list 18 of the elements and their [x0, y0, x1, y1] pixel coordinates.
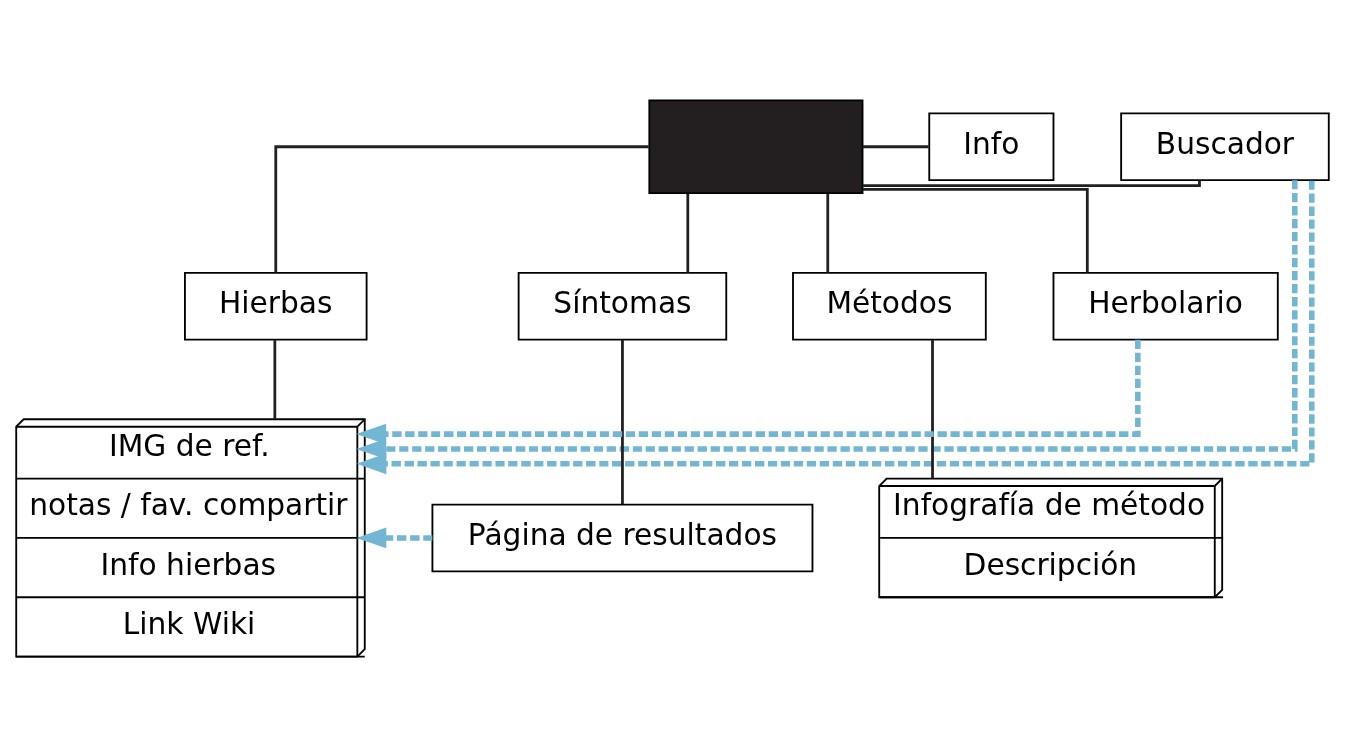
node-box	[648, 99, 864, 194]
connector	[862, 187, 1089, 272]
node-box: Hierbas	[184, 271, 368, 340]
node-box: Página de resultados	[431, 503, 814, 572]
connector	[274, 144, 649, 272]
node-box: Síntomas	[517, 271, 728, 340]
connector	[826, 193, 830, 273]
node-box: Buscador	[1120, 111, 1330, 181]
connector	[862, 144, 929, 148]
connector	[273, 339, 277, 419]
node-box: Métodos	[792, 271, 987, 340]
connector	[931, 339, 934, 478]
connector	[686, 193, 690, 273]
arrow	[356, 527, 433, 548]
node-box: Info	[928, 111, 1055, 181]
connector	[621, 339, 624, 504]
node-box: Herbolario	[1052, 271, 1279, 340]
arrow	[356, 339, 1141, 445]
